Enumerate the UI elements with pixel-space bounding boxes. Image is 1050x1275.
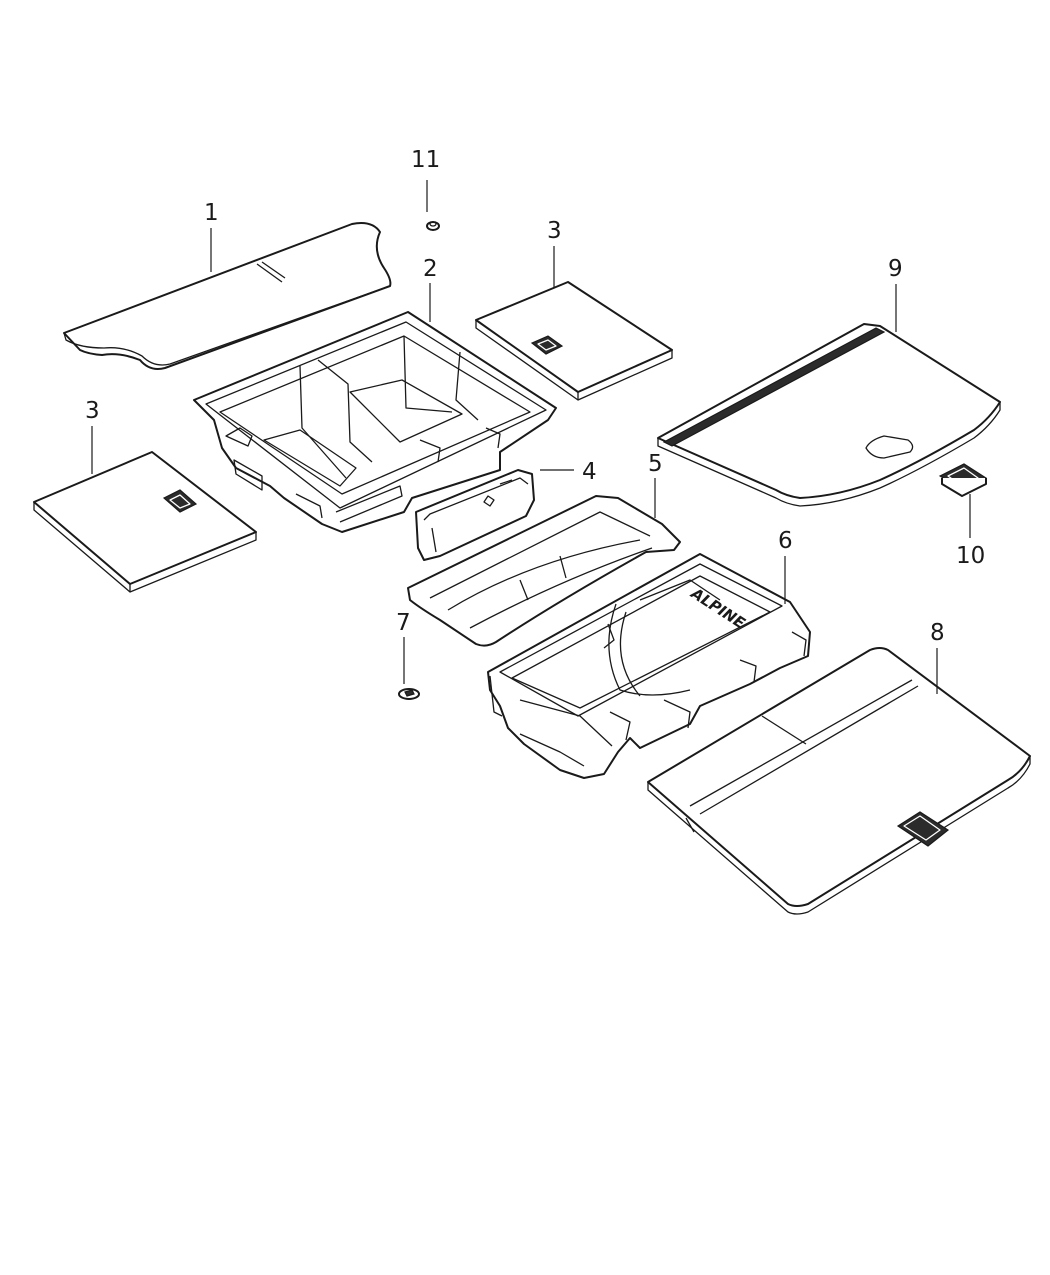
callout-5: 5 (648, 451, 663, 477)
callout-8: 8 (930, 620, 945, 646)
part-5-liner (407, 495, 681, 647)
callout-3-left: 3 (85, 398, 100, 424)
callout-labels: 1 2 11 3 3 4 5 6 7 8 9 10 (85, 147, 985, 646)
part-9-cargo-cover (657, 323, 1001, 507)
callout-2: 2 (423, 256, 438, 282)
callout-3-right: 3 (547, 218, 562, 244)
callout-1: 1 (204, 200, 219, 226)
callout-10: 10 (956, 543, 985, 569)
part-11-nut (426, 221, 440, 231)
part-10-latch (938, 463, 988, 497)
callout-11: 11 (411, 147, 440, 173)
callout-4: 4 (582, 459, 597, 485)
part-7-clip (398, 688, 420, 700)
part-8-large-floor-cover (647, 647, 1031, 915)
part-6-subwoofer-tub: ALPINE (487, 553, 811, 779)
part-4-trim-bracket (415, 469, 535, 561)
part-3-left-floor-cover (33, 451, 257, 593)
callout-6: 6 (778, 528, 793, 554)
callout-9: 9 (888, 256, 903, 282)
part-2-storage-tub (193, 311, 557, 533)
part-3-right-floor-cover (475, 281, 673, 401)
callout-7: 7 (396, 610, 411, 636)
part-1-load-floor-panel (63, 222, 392, 370)
leader-lines (91, 180, 971, 694)
